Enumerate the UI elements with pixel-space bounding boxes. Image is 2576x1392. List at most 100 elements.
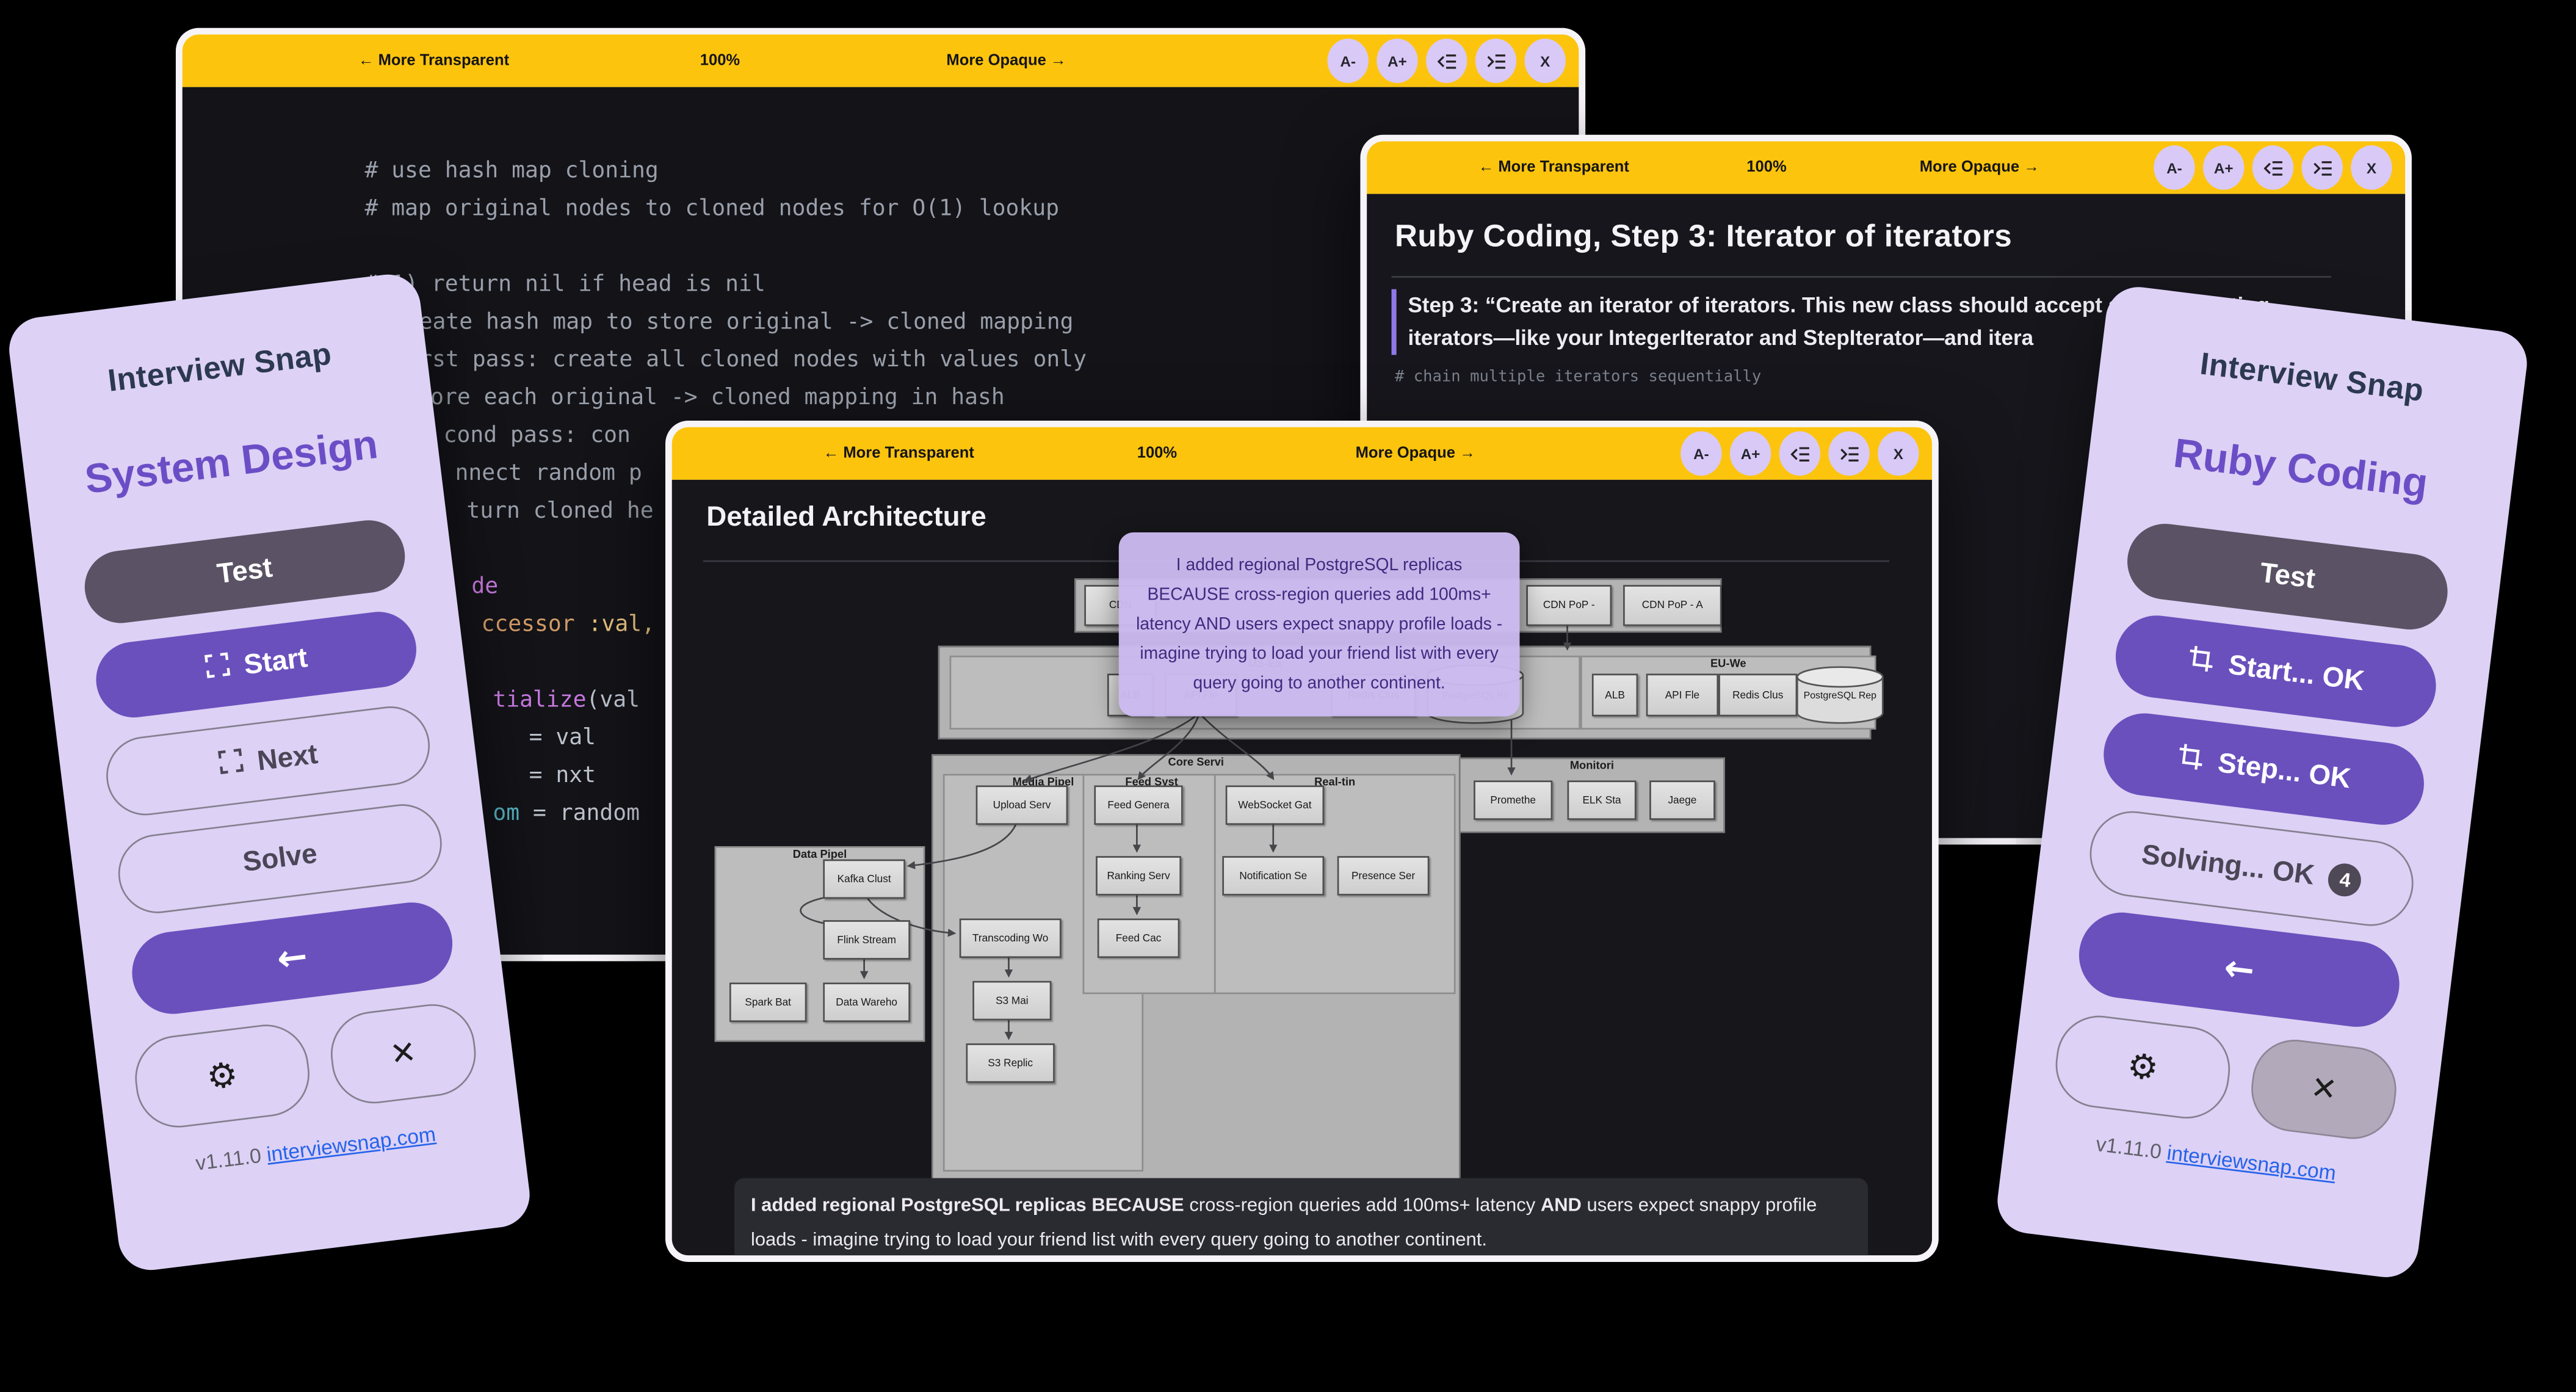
diagram-node: CDN PoP - xyxy=(1526,585,1612,626)
diagram-node: S3 Mai xyxy=(972,981,1052,1021)
overlay-titlebar: ← More Transparent 100% More Opaque → A-A+ X xyxy=(671,427,1933,480)
titlebar-buttons: A-A+ X xyxy=(2154,145,2392,190)
diagram-node: S3 Replic xyxy=(966,1043,1055,1083)
diagram-node: CDN PoP - A xyxy=(1623,585,1722,626)
diagram-node: Flink Stream xyxy=(823,920,910,960)
summary-text: I added regional PostgreSQL replicas BEC… xyxy=(750,1196,1817,1251)
gear-icon: ⚙ xyxy=(2125,1045,2161,1089)
button-label: Solving... OK xyxy=(2140,838,2317,891)
viewfinder-icon xyxy=(216,748,245,783)
solve-button[interactable]: Solve xyxy=(114,799,447,918)
diagram-node: Feed Cac xyxy=(1097,918,1180,959)
titlebar-buttons: A-A+ X xyxy=(1681,431,1919,476)
more-transparent-control[interactable]: ← More Transparent xyxy=(823,444,974,463)
close-window-button[interactable]: X xyxy=(1878,431,1919,476)
close-window-button[interactable]: X xyxy=(1524,38,1566,83)
code-line: reate hash map to store original -> clon… xyxy=(405,308,1074,336)
app-title: Interview Snap xyxy=(2198,347,2426,410)
indent-button[interactable] xyxy=(1828,431,1870,476)
settings-button[interactable]: ⚙ xyxy=(130,1020,314,1133)
diagram-node: ALB xyxy=(1591,673,1638,717)
crop-icon xyxy=(2185,643,2216,681)
app-title: Interview Snap xyxy=(106,338,334,400)
more-transparent-control[interactable]: ← More Transparent xyxy=(358,51,510,70)
quote-line: iterators—like your IntegerIterator and … xyxy=(1408,325,2034,350)
code-line: cond pass: con xyxy=(443,422,631,449)
gear-icon: ⚙ xyxy=(204,1054,241,1098)
code-line: = val xyxy=(529,724,596,751)
mode-title: System Design xyxy=(82,421,381,504)
more-opaque-control[interactable]: More Opaque → xyxy=(1355,444,1475,463)
diagram-node: WebSocket Gat xyxy=(1225,785,1325,825)
font-increase-button[interactable]: A+ xyxy=(2203,145,2245,190)
font-decrease-button[interactable]: A- xyxy=(2154,145,2195,190)
website-link[interactable]: interviewsnap.com xyxy=(2165,1141,2337,1185)
code-line: rst pass: create all cloned nodes with v… xyxy=(419,346,1087,373)
viewfinder-icon xyxy=(203,652,230,678)
summary-strip: I added regional PostgreSQL replicas BEC… xyxy=(734,1178,1869,1256)
close-window-button[interactable]: X xyxy=(2351,145,2392,190)
more-transparent-control[interactable]: ← More Transparent xyxy=(1478,158,1629,177)
start-ok-button[interactable]: Start... OK xyxy=(2111,611,2441,732)
test-button[interactable]: Test xyxy=(81,516,410,628)
architecture-window: ← More Transparent 100% More Opaque → A-A+ X… xyxy=(665,420,1939,1262)
diagram-node: Feed Genera xyxy=(1094,785,1183,825)
button-label: Start xyxy=(242,642,309,681)
indent-button[interactable] xyxy=(2301,145,2343,190)
back-button[interactable]: ← xyxy=(127,897,457,1019)
diagram-database-node: PostgreSQL Rep xyxy=(1796,664,1884,725)
start-button[interactable]: Start xyxy=(92,607,421,722)
code-line: tialize(val xyxy=(493,686,640,714)
button-label: Test xyxy=(215,552,274,590)
step-ok-button[interactable]: Step... OK xyxy=(2099,708,2429,830)
indent-button[interactable] xyxy=(1475,38,1517,83)
diagram-node: Data Wareho xyxy=(823,982,910,1023)
diagram-node: Ranking Serv xyxy=(1096,856,1182,896)
back-button[interactable]: ← xyxy=(2074,907,2404,1032)
font-decrease-button[interactable]: A- xyxy=(1327,38,1369,83)
diagram-node: Presence Ser xyxy=(1337,856,1430,896)
panel-footer: ⚙ ✕ xyxy=(95,995,517,1137)
indent-icon xyxy=(1839,446,1858,461)
cylinder-shape xyxy=(1796,666,1884,724)
crop-icon xyxy=(2175,741,2205,778)
button-label: Start... OK xyxy=(2226,649,2366,697)
close-panel-button[interactable]: ✕ xyxy=(325,999,481,1109)
diagram-node: API Fle xyxy=(1646,673,1719,717)
button-label: Next xyxy=(255,738,320,777)
outdent-button[interactable] xyxy=(1779,431,1820,476)
outdent-button[interactable] xyxy=(2252,145,2294,190)
diagram-node: Transcoding Wo xyxy=(959,918,1062,959)
font-increase-button[interactable]: A+ xyxy=(1729,431,1771,476)
code-line: turn cloned he xyxy=(466,498,654,524)
font-decrease-button[interactable]: A- xyxy=(1681,431,1722,476)
code-line: nnect random p xyxy=(455,460,642,487)
close-icon: ✕ xyxy=(2308,1070,2339,1109)
diagram-node: Notification Se xyxy=(1222,856,1325,896)
opacity-value: 100% xyxy=(1746,158,1787,177)
close-panel-button[interactable]: ✕ xyxy=(2246,1035,2401,1144)
outdent-button[interactable] xyxy=(1426,38,1467,83)
next-button[interactable]: Next xyxy=(101,701,435,820)
code-comment: # chain multiple iterators sequentially xyxy=(1394,368,1762,386)
font-increase-button[interactable]: A+ xyxy=(1377,38,1418,83)
website-link[interactable]: interviewsnap.com xyxy=(265,1123,437,1167)
opacity-value: 100% xyxy=(1137,444,1178,463)
code-line: de xyxy=(471,573,499,600)
diagram-node: ELK Sta xyxy=(1567,780,1637,820)
crop-icon xyxy=(2179,743,2202,769)
more-opaque-control[interactable]: More Opaque → xyxy=(1919,158,2039,177)
crop-icon xyxy=(2190,645,2213,671)
code-line: ore each original -> cloned mapping in h… xyxy=(430,384,1005,411)
more-opaque-control[interactable]: More Opaque → xyxy=(946,51,1066,70)
close-icon: ✕ xyxy=(388,1034,419,1074)
ruby-code-comments: # use hash map cloning# map original nod… xyxy=(183,153,1579,833)
settings-button[interactable]: ⚙ xyxy=(2050,1010,2235,1124)
